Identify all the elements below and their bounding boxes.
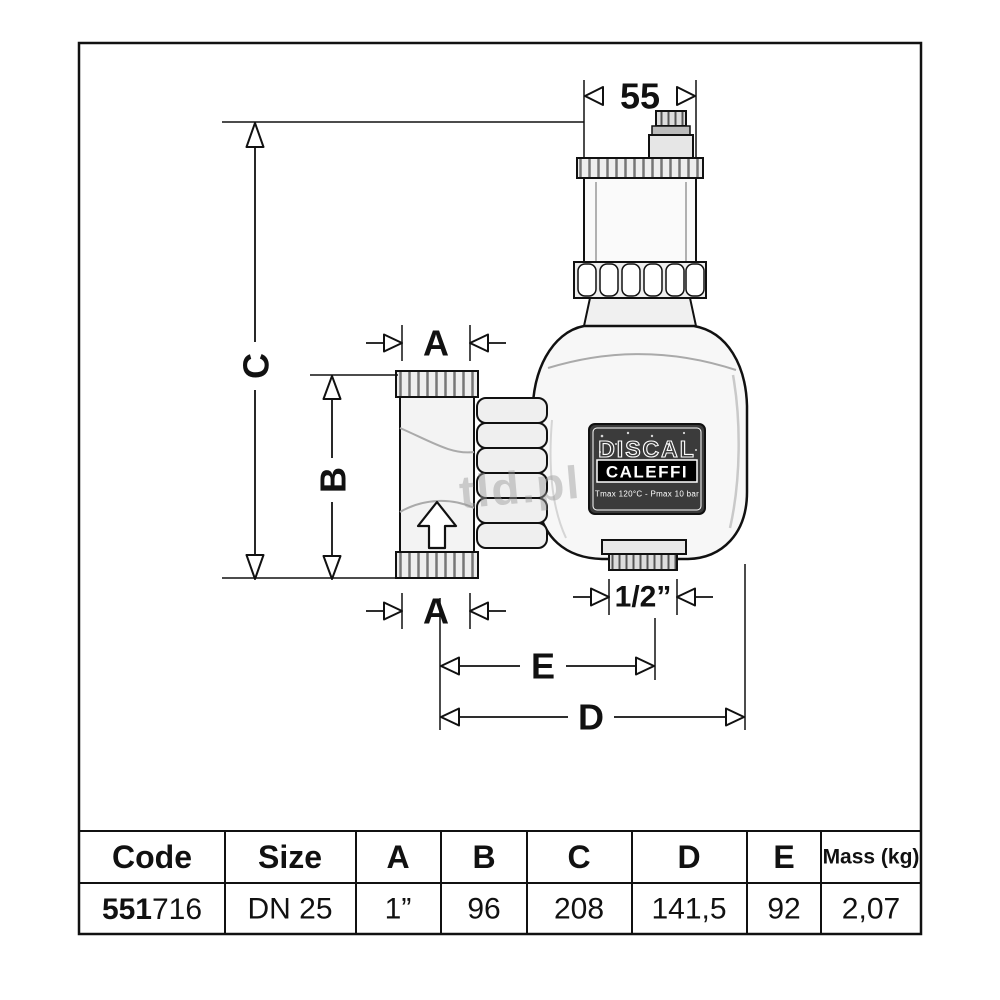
dim-drain-size-label: 1/2” [615, 581, 672, 614]
inlet-assembly [395, 370, 548, 579]
header-mass: Mass (kg) [823, 846, 920, 869]
spec-table: Code Size A B C D E Mass (kg) 551716 DN … [79, 830, 921, 934]
arrowhead [383, 601, 403, 621]
dim-d-label: D [578, 697, 604, 738]
badge-sparkles [599, 431, 697, 453]
dimension-e: E [439, 598, 656, 730]
arrowhead [322, 375, 342, 400]
air-vent-cap-collar [651, 125, 691, 136]
dim-top-width-label: 55 [620, 76, 660, 117]
arrowhead [676, 587, 696, 607]
value-b: 96 [467, 893, 500, 926]
arrowhead [469, 333, 489, 353]
arrowhead [725, 707, 745, 727]
table-gridlines [79, 830, 921, 934]
badge-brand-text: DISCAL [598, 436, 696, 462]
arrowhead [245, 122, 265, 148]
knurled-collar [573, 261, 707, 299]
casting-seam [399, 427, 475, 454]
watermark-text: tld.pl [457, 456, 583, 518]
header-e: E [773, 839, 794, 875]
badge-specs-text: Tmax 120°C - Pmax 10 bar [595, 490, 699, 499]
dimension-drain-size: 1/2” [573, 579, 713, 615]
air-vent-flange [576, 157, 704, 179]
body-seam [547, 353, 737, 371]
badge-maker-text: CALEFFI [606, 463, 688, 482]
inlet-top-fitting [395, 370, 479, 398]
flow-arrow-icon [416, 500, 458, 550]
arrowhead [676, 86, 696, 106]
union-nut [476, 397, 548, 549]
value-e: 92 [767, 893, 800, 926]
header-code: Code [112, 839, 192, 875]
header-d: D [677, 839, 700, 875]
arrowhead [469, 601, 489, 621]
arrowhead [322, 555, 342, 580]
air-vent-assembly [573, 110, 707, 327]
value-code: 551716 [102, 893, 202, 926]
dimension-a-top: A [366, 323, 506, 364]
product-badge: DISCAL CALEFFI Tmax 120°C - Pmax 10 bar [588, 423, 706, 515]
value-a: 1” [385, 893, 412, 926]
dim-a-top-label: A [423, 323, 449, 364]
dim-c-label: C [236, 353, 277, 379]
value-mass: 2,07 [842, 893, 900, 926]
table-value-row: 551716 DN 25 1” 96 208 141,5 92 2,07 [102, 893, 900, 926]
dim-e-label: E [531, 646, 555, 687]
header-size: Size [258, 839, 322, 875]
dimension-d: D [440, 564, 746, 738]
header-b: B [472, 839, 495, 875]
shading-line [728, 374, 740, 529]
badge-maker-band [596, 459, 698, 483]
arrowhead [584, 86, 604, 106]
arrowhead [440, 707, 460, 727]
air-vent-body [583, 177, 697, 271]
shading-line [549, 419, 567, 539]
arrowhead [635, 656, 655, 676]
dimension-top-width: 55 [583, 76, 697, 158]
value-size: DN 25 [247, 893, 332, 926]
inlet-bottom-fitting [395, 551, 479, 579]
arrowhead [383, 333, 403, 353]
dim-b-label: B [313, 467, 354, 493]
value-d: 141,5 [651, 893, 726, 926]
arrowhead [245, 554, 265, 580]
header-c: C [567, 839, 590, 875]
air-vent-cap [655, 110, 687, 127]
dimension-b: B [310, 374, 398, 580]
air-vent-cap-base [648, 134, 694, 161]
dimension-c: C [222, 121, 584, 580]
header-a: A [386, 839, 409, 875]
drain-flange [601, 539, 687, 555]
casting-seam [399, 499, 475, 513]
dimension-a-bottom: A [366, 591, 506, 632]
body-neck [582, 297, 698, 327]
drain-connection [601, 539, 687, 571]
arrowhead [590, 587, 610, 607]
value-c: 208 [554, 893, 604, 926]
dim-a-bottom-label: A [423, 591, 449, 632]
drain-hose-fitting [608, 553, 678, 571]
arrowhead [440, 656, 460, 676]
badge-inner-border [592, 427, 702, 511]
table-header-row: Code Size A B C D E Mass (kg) [112, 839, 919, 875]
